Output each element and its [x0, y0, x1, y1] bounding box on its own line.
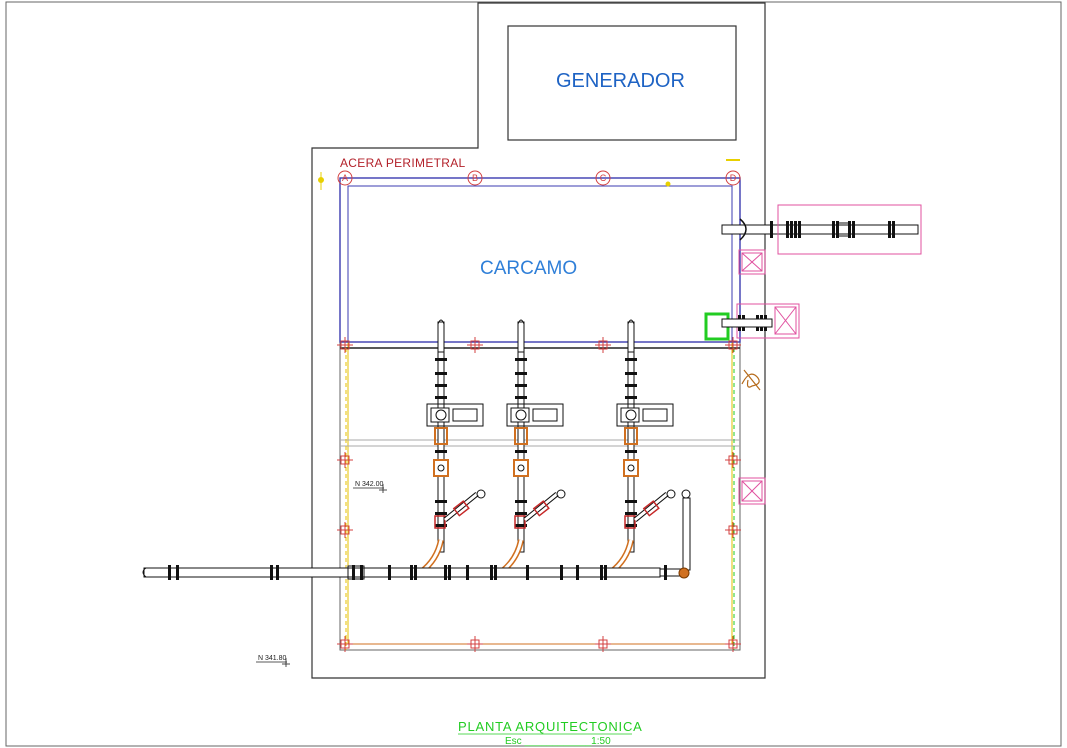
pit-wall-inner	[347, 185, 733, 343]
column-markers	[337, 337, 741, 652]
pump-assembly	[499, 319, 566, 575]
pump-assembly	[419, 319, 486, 575]
sheet-border	[5, 1, 1062, 747]
axis-letters: A B C D	[342, 173, 737, 183]
secondary-inlet	[721, 318, 773, 328]
level-label-2: N 341.80	[258, 655, 287, 662]
inlet-flanges	[738, 221, 895, 331]
drawing-scale: Esc ____________1:50	[505, 736, 611, 747]
generator-room	[507, 25, 737, 141]
yellow-markers	[318, 159, 740, 190]
pump-assemblies	[419, 319, 676, 575]
pit-label: CARCAMO	[480, 258, 578, 279]
drawing-title: PLANTA ARQUITECTONICA	[458, 719, 643, 734]
header-flanges	[168, 565, 667, 580]
perimeter-sidewalk	[339, 177, 741, 651]
building-outline	[311, 2, 766, 679]
level-label-1: N 342.00	[355, 481, 384, 488]
svg-text:B: B	[472, 173, 478, 183]
level-marks	[256, 484, 387, 667]
pump-assembly	[609, 319, 676, 575]
axis-markers	[337, 170, 741, 186]
generator-label: GENERADOR	[556, 70, 685, 92]
north-arrow-icon	[741, 369, 761, 391]
bypass-riser	[678, 489, 691, 579]
svg-text:D: D	[730, 173, 737, 183]
svg-text:A: A	[342, 173, 348, 183]
svg-text:C: C	[600, 173, 607, 183]
inlet-box	[777, 204, 922, 255]
perimeter-label: ACERA PERIMETRAL	[340, 156, 466, 170]
inlet-pipe	[721, 218, 919, 241]
